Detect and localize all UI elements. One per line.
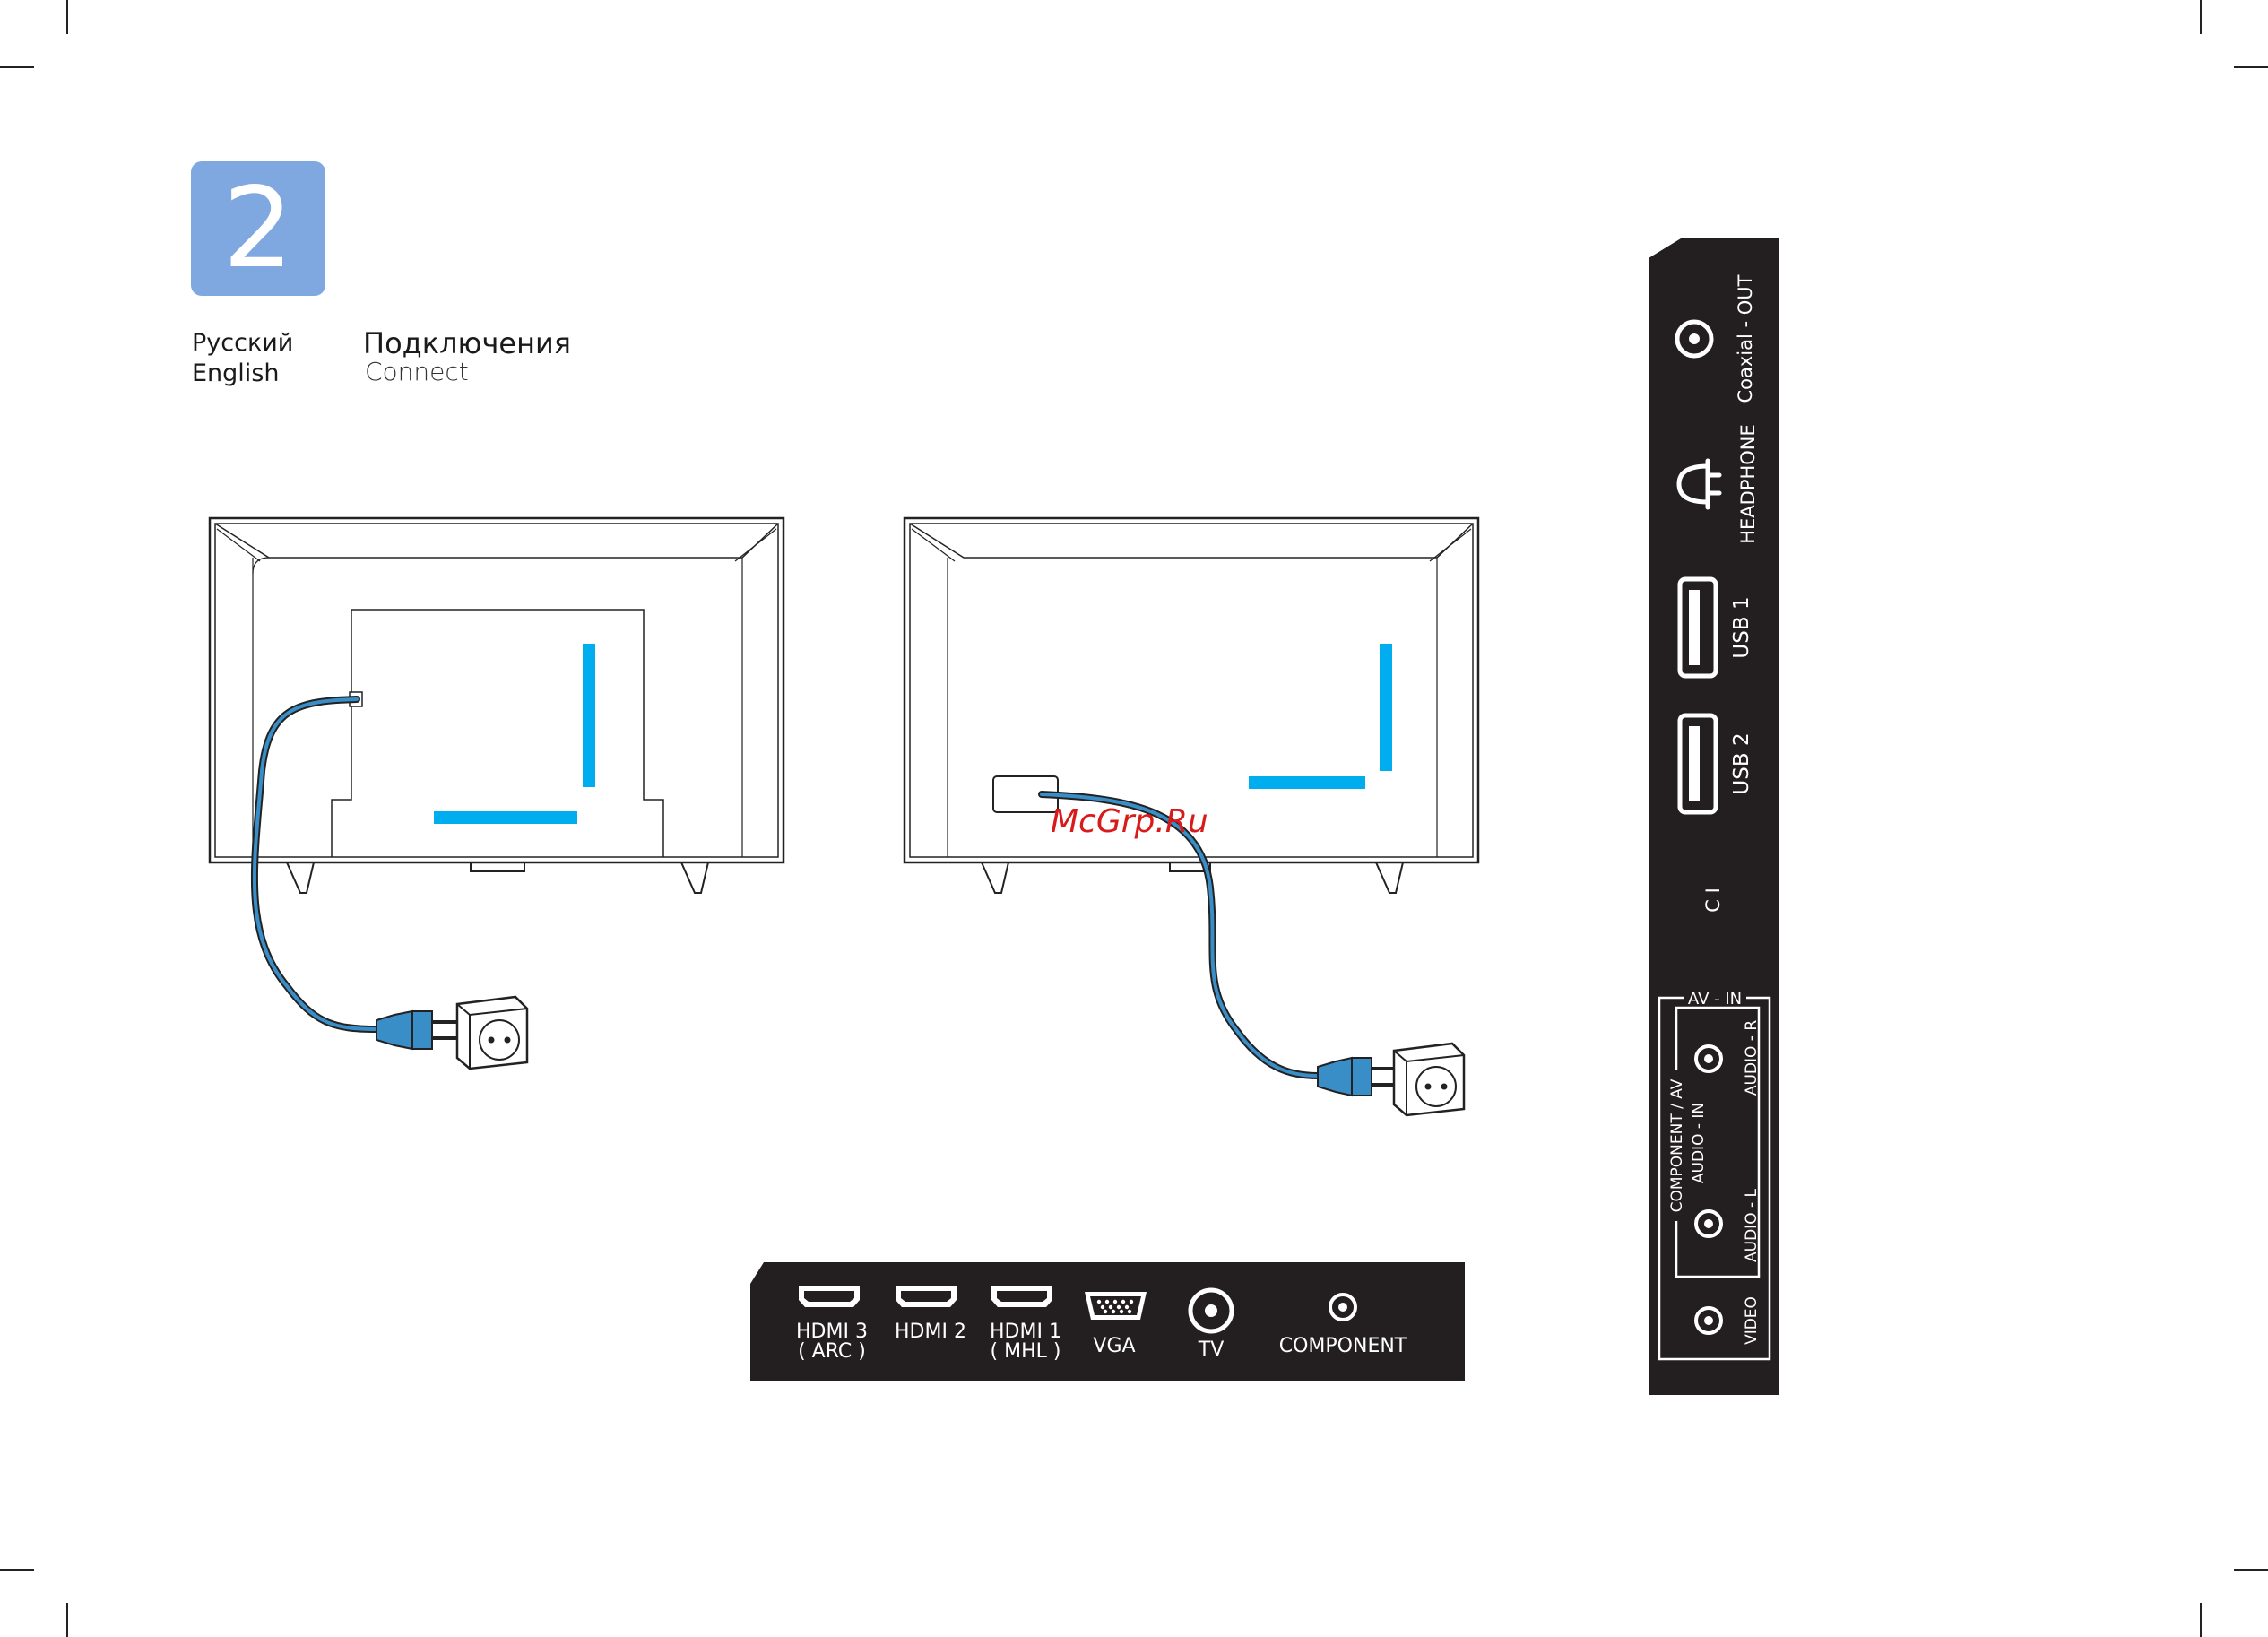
watermark-text: McGrp.Ru [1051,803,1208,840]
audio-in-label: AUDIO - IN [1690,1103,1708,1183]
wall-outlet-right [1394,1044,1464,1115]
video-label: VIDEO [1743,1296,1761,1345]
bottom-connector-panel: HDMI 3 ( ARC ) HDMI 2 HDMI 1 ( MHL ) VGA… [750,1262,1465,1381]
side-connector-panel: Coaxial - OUT HEADPHONE USB 1 USB 2 C I … [1649,238,1779,1395]
hdmi1-sublabel: ( MHL ) [991,1340,1061,1363]
hdmi3-sublabel: ( ARC ) [798,1340,866,1363]
ci-slot-label: C I [1702,888,1724,913]
mounting-marker-horizontal [434,811,577,824]
audio-l-label: AUDIO - L [1743,1188,1761,1261]
power-plug-right [1318,1058,1398,1096]
hdmi2-port-icon [896,1286,957,1307]
component-label: COMPONENT [1279,1335,1407,1357]
vga-label: VGA [1093,1335,1135,1357]
audio-r-label: AUDIO - R [1743,1020,1761,1096]
usb1-label: USB 1 [1730,596,1753,658]
power-plug-left [377,1011,459,1049]
usb2-label: USB 2 [1730,732,1753,794]
mounting-marker-vertical [583,644,595,787]
coaxial-out-label: Coaxial - OUT [1735,274,1756,403]
component-av-label: COMPONENT / AV [1668,1078,1686,1212]
mounting-marker-horizontal-2 [1249,776,1365,789]
hdmi1-port-icon [991,1286,1052,1307]
wall-outlet-left [457,997,527,1069]
vga-port-icon [1085,1292,1147,1320]
hdmi3-port-icon [799,1286,860,1307]
av-in-label: AV - IN [1688,990,1742,1009]
tv-label: TV [1198,1338,1225,1361]
mounting-marker-vertical-2 [1380,644,1392,771]
hdmi2-label: HDMI 2 [895,1321,966,1343]
headphone-label: HEADPHONE [1737,424,1759,544]
